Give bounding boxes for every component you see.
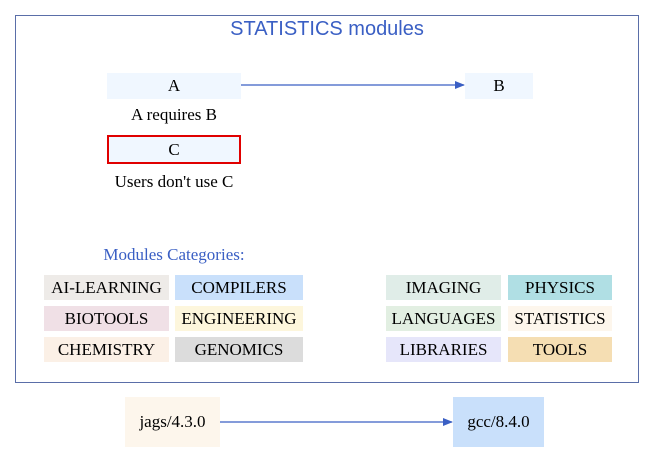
legend-node-c-unused: C <box>107 135 241 164</box>
module-node-jags[interactable]: jags/4.3.0 <box>125 397 220 447</box>
statistics-cluster-frame <box>15 15 639 383</box>
cluster-title: STATISTICS modules <box>230 18 424 40</box>
category-tools: TOOLS <box>508 337 612 362</box>
category-genomics: GENOMICS <box>175 337 303 362</box>
legend-node-b: B <box>465 73 533 99</box>
category-ai-learning: AI-LEARNING <box>44 275 169 300</box>
category-statistics: STATISTICS <box>508 306 612 331</box>
legend-caption-requires: A requires B <box>131 105 217 124</box>
category-chemistry: CHEMISTRY <box>44 337 169 362</box>
category-biotools: BIOTOOLS <box>44 306 169 331</box>
category-engineering: ENGINEERING <box>175 306 303 331</box>
legend-caption-unused: Users don't use C <box>114 172 234 191</box>
categories-heading: Modules Categories: <box>103 245 245 264</box>
category-physics: PHYSICS <box>508 275 612 300</box>
legend-node-a: A <box>107 73 241 99</box>
module-node-gcc[interactable]: gcc/8.4.0 <box>453 397 544 447</box>
category-compilers: COMPILERS <box>175 275 303 300</box>
category-imaging: IMAGING <box>386 275 501 300</box>
category-libraries: LIBRARIES <box>386 337 501 362</box>
category-languages: LANGUAGES <box>386 306 501 331</box>
